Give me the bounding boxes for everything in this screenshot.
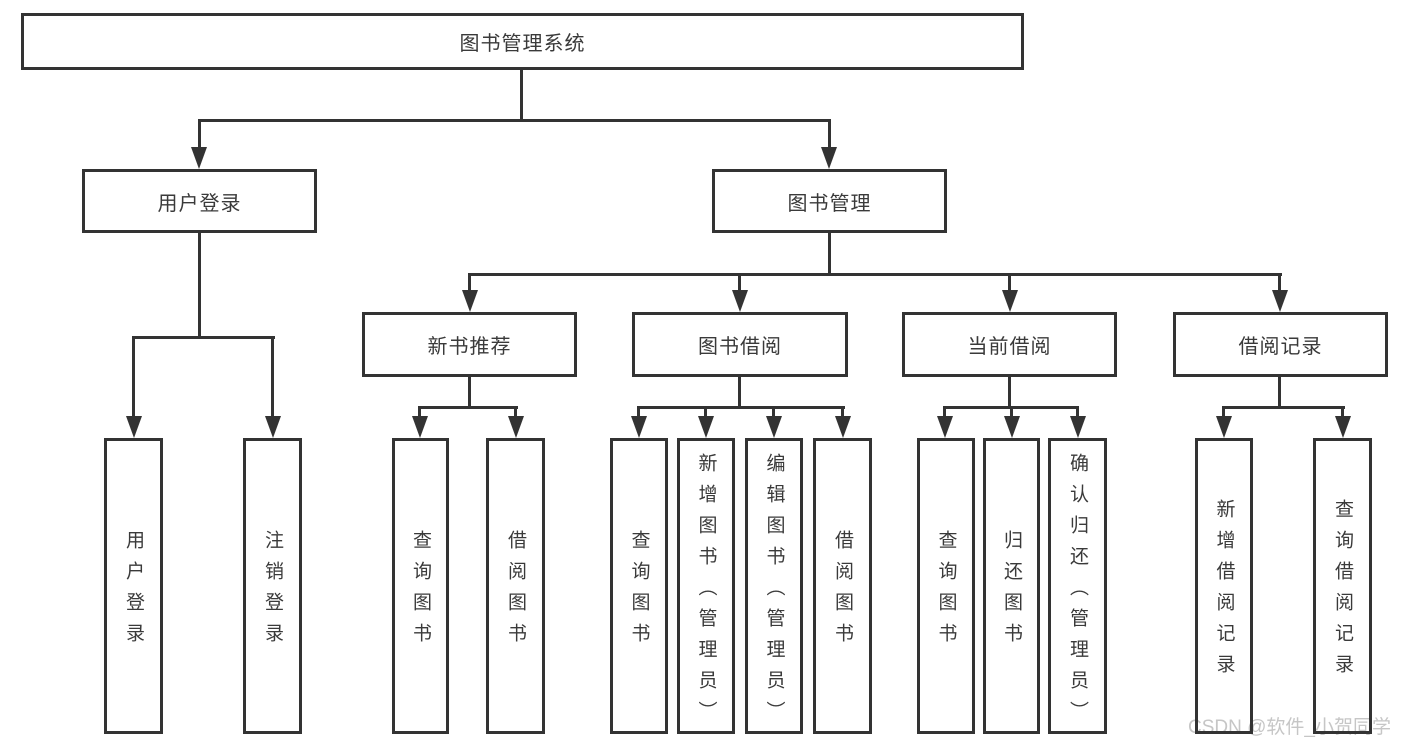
leaf-add-book-admin-label: 新增图书（管理员） [695,452,717,732]
node-borrow-records: 借阅记录 [1173,312,1388,377]
arrow-down-icon [191,147,207,169]
arrow-down-icon [1070,416,1086,438]
leaf-add-borrow-record-label: 新增借阅记录 [1213,499,1235,685]
connector-current-stem [1008,377,1011,409]
arrow-down-icon [937,416,953,438]
connector-current-arm-3 [1076,406,1079,416]
arrow-down-icon [821,147,837,169]
connector-mgmt-arm-2 [738,273,741,290]
connector-current-arm-1 [943,406,946,416]
connector-root-arm-left [198,119,201,147]
node-root-label: 图书管理系统 [459,33,586,55]
arrow-down-icon [1272,290,1288,312]
leaf-return-book: 归还图书 [983,438,1040,734]
arrow-down-icon [835,416,851,438]
connector-root-stem [520,70,523,122]
arrow-down-icon [1002,290,1018,312]
connector-borrow-arm-3 [772,406,775,416]
connector-login-hbar [132,336,275,339]
leaf-query-books-borrow-label: 查询图书 [628,530,650,654]
connector-current-arm-2 [1010,406,1013,416]
leaf-query-borrow-record-label: 查询借阅记录 [1332,499,1353,685]
node-root: 图书管理系统 [21,13,1024,70]
connector-newbook-arm-1 [418,406,421,416]
connector-root-hbar [198,119,831,122]
node-new-book-recommend-label: 新书推荐 [427,336,512,358]
arrow-down-icon [732,290,748,312]
node-current-borrow: 当前借阅 [902,312,1117,377]
connector-login-stem [198,233,201,339]
connector-login-arm-right [271,336,274,416]
arrow-down-icon [462,290,478,312]
leaf-query-borrow-record: 查询借阅记录 [1313,438,1372,734]
node-user-login: 用户登录 [82,169,317,233]
connector-mgmt-arm-3 [1008,273,1011,290]
leaf-edit-book-admin: 编辑图书（管理员） [745,438,803,734]
arrow-down-icon [508,416,524,438]
node-book-borrow: 图书借阅 [632,312,848,377]
arrow-down-icon [1335,416,1351,438]
leaf-edit-book-admin-label: 编辑图书（管理员） [763,452,785,732]
connector-mgmt-arm-4 [1278,273,1281,290]
node-book-borrow-label: 图书借阅 [698,336,782,358]
leaf-query-books-recommend: 查询图书 [392,438,449,734]
connector-mgmt-arm-1 [468,273,471,290]
connector-borrow-arm-2 [704,406,707,416]
leaf-confirm-return-admin-label: 确认归还（管理员） [1067,452,1088,732]
connector-newbook-stem [468,377,471,409]
connector-mgmt-hbar [468,273,1282,276]
leaf-logout: 注销登录 [243,438,302,734]
leaf-query-books-recommend-label: 查询图书 [410,530,431,654]
node-user-login-label: 用户登录 [157,192,242,215]
leaf-query-books-borrow: 查询图书 [610,438,668,734]
connector-records-arm-1 [1222,406,1225,416]
arrow-down-icon [1216,416,1232,438]
connector-records-arm-2 [1341,406,1344,416]
arrow-down-icon [631,416,647,438]
connector-records-stem [1278,377,1281,409]
connector-borrow-arm-4 [841,406,844,416]
leaf-user-login-label: 用户登录 [123,530,144,654]
arrow-down-icon [265,416,281,438]
arrow-down-icon [1004,416,1020,438]
connector-borrow-stem [738,377,741,409]
connector-borrow-hbar [637,406,845,409]
connector-login-arm-left [132,336,135,416]
leaf-borrow-books-recommend: 借阅图书 [486,438,545,734]
arrow-down-icon [126,416,142,438]
leaf-logout-label: 注销登录 [262,530,283,654]
leaf-user-login: 用户登录 [104,438,163,734]
leaf-borrow-books: 借阅图书 [813,438,872,734]
node-new-book-recommend: 新书推荐 [362,312,577,377]
connector-newbook-hbar [418,406,518,409]
connector-newbook-arm-2 [514,406,517,416]
leaf-borrow-books-recommend-label: 借阅图书 [505,530,526,654]
leaf-confirm-return-admin: 确认归还（管理员） [1048,438,1107,734]
leaf-borrow-books-label: 借阅图书 [832,530,853,654]
connector-mgmt-stem [828,233,831,276]
leaf-query-books-current: 查询图书 [917,438,975,734]
leaf-return-book-label: 归还图书 [1001,530,1022,654]
connector-root-arm-right [828,119,831,147]
node-book-management-label: 图书管理 [787,192,872,215]
arrow-down-icon [766,416,782,438]
node-book-management: 图书管理 [712,169,947,233]
arrow-down-icon [412,416,428,438]
leaf-query-books-current-label: 查询图书 [935,530,957,654]
node-borrow-records-label: 借阅记录 [1238,336,1323,358]
arrow-down-icon [698,416,714,438]
connector-records-hbar [1222,406,1345,409]
connector-borrow-arm-1 [637,406,640,416]
node-current-borrow-label: 当前借阅 [967,336,1052,358]
leaf-add-borrow-record: 新增借阅记录 [1195,438,1253,734]
leaf-add-book-admin: 新增图书（管理员） [677,438,735,734]
